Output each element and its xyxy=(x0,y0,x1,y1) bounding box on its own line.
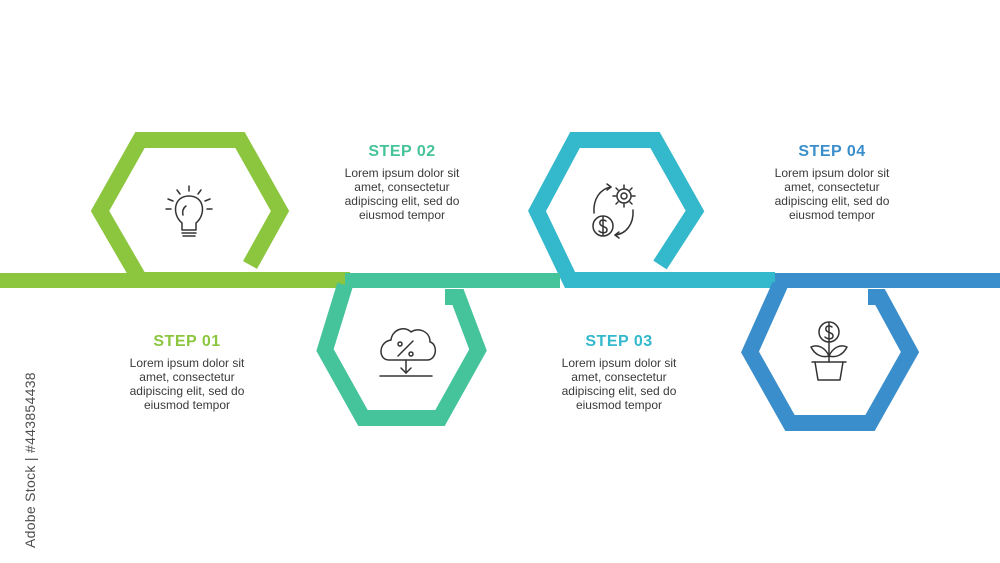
step-01-description: Lorem ipsum dolor sit amet, consectetur … xyxy=(102,356,272,412)
money-plant-icon xyxy=(810,321,848,381)
step-01-line-1: Lorem ipsum dolor sit xyxy=(129,356,245,370)
lightbulb-icon xyxy=(165,185,213,237)
step-02-title: STEP 02 xyxy=(368,143,436,160)
step-03-line-2: amet, consectetur xyxy=(571,370,667,384)
step-01-title: STEP 01 xyxy=(153,333,221,350)
step-04-line-4: eiusmod tempor xyxy=(788,208,876,222)
step-04-line-1: Lorem ipsum dolor sit xyxy=(774,166,890,180)
step-03-line-1: Lorem ipsum dolor sit xyxy=(561,356,677,370)
cloud-download-percent-icon xyxy=(379,328,436,377)
step-01-line-4: eiusmod tempor xyxy=(143,398,231,412)
step-03-line-4: eiusmod tempor xyxy=(575,398,663,412)
step-04-block: STEP 04 Lorem ipsum dolor sit amet, cons… xyxy=(747,143,917,222)
step-02-block: STEP 02 Lorem ipsum dolor sit amet, cons… xyxy=(317,143,487,222)
hexagon-step-03 xyxy=(528,132,775,288)
step-03-line-3: adipiscing elit, sed do xyxy=(561,384,677,398)
hexagon-step-04 xyxy=(741,281,920,431)
step-03-block: STEP 03 Lorem ipsum dolor sit amet, cons… xyxy=(534,333,704,412)
money-gear-cycle-icon xyxy=(592,183,636,239)
step-04-description: Lorem ipsum dolor sit amet, consectetur … xyxy=(747,166,917,222)
step-01-line-2: amet, consectetur xyxy=(139,370,235,384)
step-02-line-1: Lorem ipsum dolor sit xyxy=(344,166,460,180)
step-01-line-3: adipiscing elit, sed do xyxy=(129,384,245,398)
step-02-line-3: adipiscing elit, sed do xyxy=(344,194,460,208)
step-03-description: Lorem ipsum dolor sit amet, consectetur … xyxy=(534,356,704,412)
stock-watermark: Adobe Stock | #443854438 xyxy=(22,372,38,548)
step-01-block: STEP 01 Lorem ipsum dolor sit amet, cons… xyxy=(102,333,272,412)
hexagon-step-01 xyxy=(90,132,350,288)
timeline-line xyxy=(0,273,1000,288)
step-04-title: STEP 04 xyxy=(798,143,866,160)
step-02-description: Lorem ipsum dolor sit amet, consectetur … xyxy=(317,166,487,222)
step-03-title: STEP 03 xyxy=(585,333,653,350)
step-02-line-2: amet, consectetur xyxy=(354,180,450,194)
hexagon-step-02 xyxy=(316,282,487,426)
step-02-line-4: eiusmod tempor xyxy=(358,208,446,222)
step-04-line-2: amet, consectetur xyxy=(784,180,880,194)
step-04-line-3: adipiscing elit, sed do xyxy=(774,194,890,208)
